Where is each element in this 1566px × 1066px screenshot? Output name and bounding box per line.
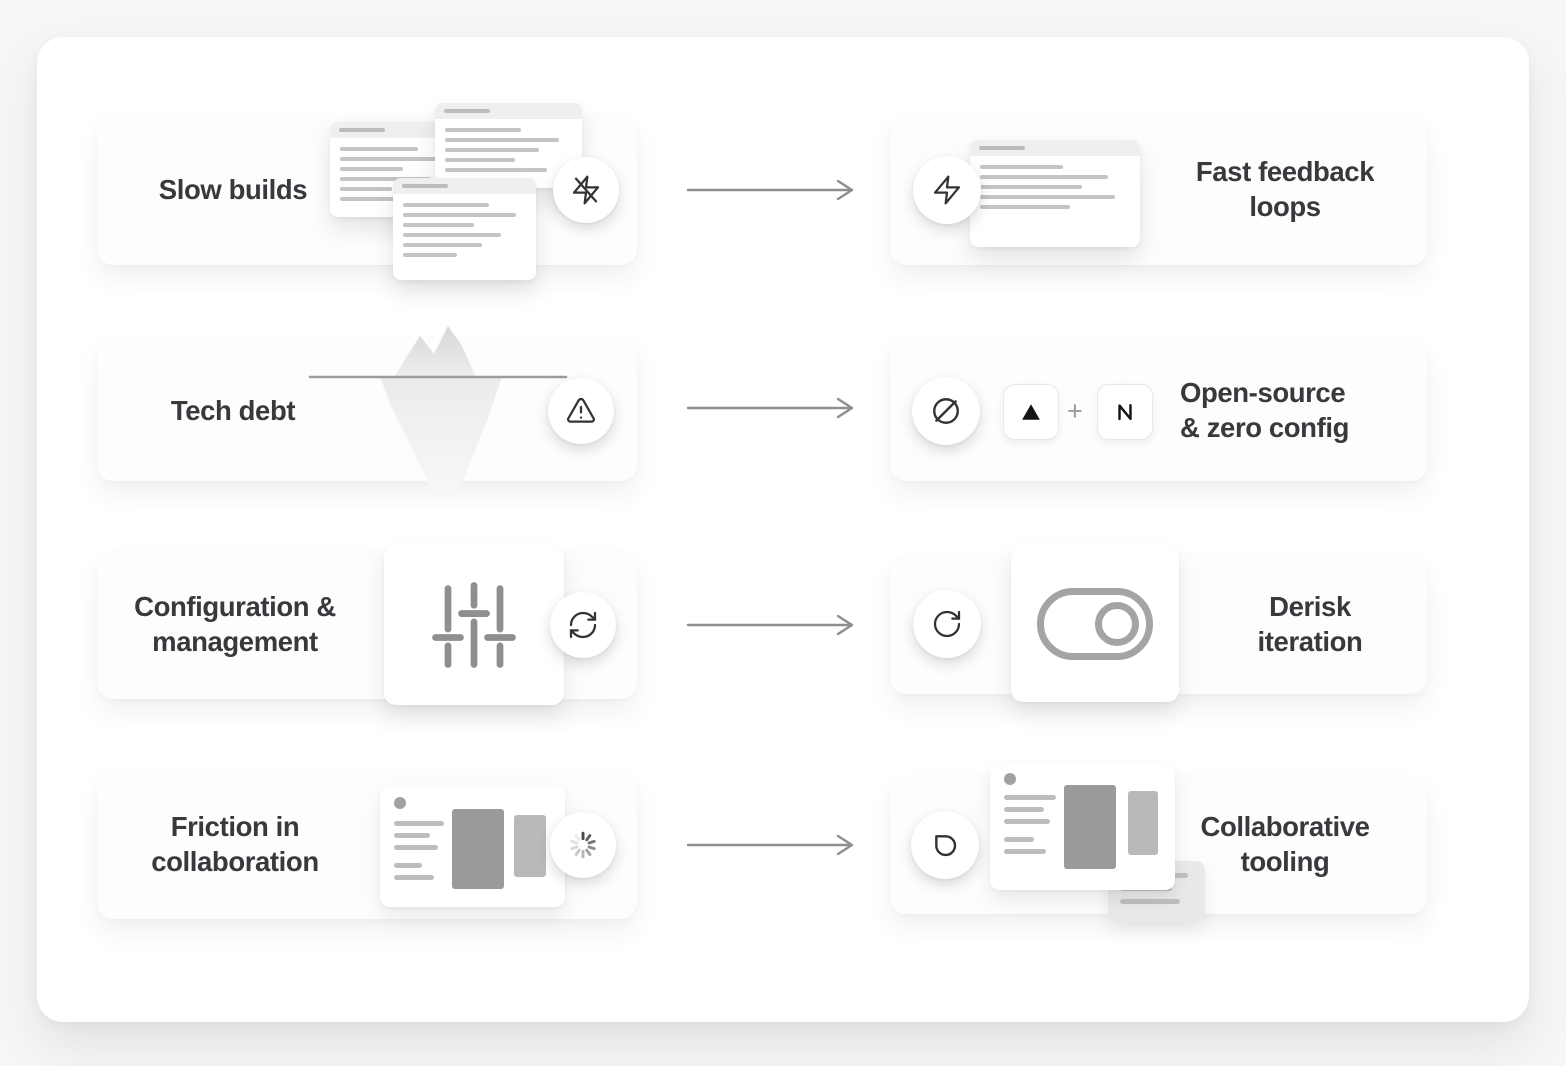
solution-badge: [913, 156, 981, 224]
text-line: [394, 833, 430, 838]
text-line: [1120, 899, 1180, 904]
code-lines: [393, 194, 536, 266]
toggle-switch-icon: [1037, 587, 1153, 660]
text-line: [1004, 819, 1050, 824]
window-titlebar: [435, 103, 582, 119]
arrow-icon: [686, 614, 854, 636]
code-window-icon: [970, 140, 1140, 247]
solution-label-derisk: Derisk iteration: [1205, 589, 1415, 659]
window-titlebar: [970, 140, 1140, 156]
toggle-card: [1011, 545, 1179, 702]
label-line: & zero config: [1180, 412, 1349, 444]
toggle-knob: [1095, 601, 1139, 646]
code-lines: [330, 138, 458, 210]
board-column: [1128, 791, 1158, 855]
code-window-icon: [393, 178, 536, 280]
solution-badge: [911, 811, 979, 879]
text-line: [394, 863, 422, 868]
label-line: Tech debt: [170, 395, 296, 426]
window-titlebar: [330, 122, 458, 138]
label-line: tooling: [1240, 846, 1330, 878]
board-column: [1064, 785, 1116, 869]
plus-sign: +: [1067, 396, 1083, 426]
label-line: Derisk: [1269, 591, 1351, 622]
text-line: [1004, 807, 1044, 812]
warning-triangle-icon: [566, 397, 596, 423]
label-line: management: [152, 626, 318, 658]
drop-icon: [935, 835, 957, 857]
label-line: Fast feedback: [1195, 156, 1375, 187]
solution-badge: [913, 590, 981, 658]
label-line: loops: [1249, 191, 1321, 223]
text-line: [394, 821, 444, 826]
sync-arrows-icon: [569, 611, 597, 639]
text-line: [394, 875, 434, 880]
arrow-icon: [686, 179, 854, 201]
label-line: Friction in: [170, 811, 300, 842]
solution-label-collaborative: Collaborative tooling: [1165, 809, 1405, 879]
problem-badge: [553, 157, 619, 223]
nextjs-n-icon: [1118, 404, 1132, 421]
sliders-icon: [432, 582, 516, 668]
label-line: iteration: [1257, 626, 1363, 658]
lightning-slash-icon: [572, 175, 600, 205]
kanban-board-icon: [990, 763, 1175, 890]
vercel-triangle-icon: [1022, 404, 1040, 420]
text-line: [394, 845, 438, 850]
code-lines: [435, 119, 582, 181]
label-line: Configuration &: [134, 591, 336, 622]
problem-label-friction: Friction in collaboration: [100, 809, 370, 879]
avatar-dot: [394, 797, 406, 809]
kanban-board-icon: [380, 785, 565, 907]
board-column: [514, 815, 546, 877]
label-line: collaboration: [151, 846, 319, 878]
text-line: [1004, 837, 1034, 842]
sliders-card: [384, 545, 564, 705]
problem-label-configuration: Configuration & management: [100, 589, 370, 659]
iceberg-icon: [308, 326, 568, 500]
avatar-dot: [1004, 773, 1016, 785]
label-line: Slow builds: [158, 174, 308, 205]
problem-badge: [550, 812, 616, 878]
problem-badge: [548, 378, 614, 444]
spinner-icon: [570, 831, 596, 859]
nextjs-logo-chip: [1097, 384, 1153, 440]
circle-slash-icon: [933, 398, 959, 424]
text-line: [1004, 795, 1056, 800]
label-line: Collaborative: [1200, 811, 1370, 842]
problem-label-tech-debt: Tech debt: [108, 393, 358, 428]
window-titlebar: [393, 178, 536, 194]
solution-label-fast-feedback: Fast feedback loops: [1160, 154, 1410, 224]
board-column: [452, 809, 504, 889]
arrow-icon: [686, 397, 854, 419]
vercel-logo-chip: [1003, 384, 1059, 440]
lightning-icon: [933, 175, 961, 205]
rotate-arrow-icon: [933, 610, 961, 638]
problem-label-slow-builds: Slow builds: [108, 172, 358, 207]
arrow-icon: [686, 834, 854, 856]
solution-badge: [912, 377, 980, 445]
label-line: Open-source: [1180, 377, 1346, 408]
text-line: [1004, 849, 1046, 854]
code-lines: [970, 156, 1140, 218]
problem-badge: [550, 592, 616, 658]
solution-label-open-source: Open-source & zero config: [1180, 375, 1420, 445]
